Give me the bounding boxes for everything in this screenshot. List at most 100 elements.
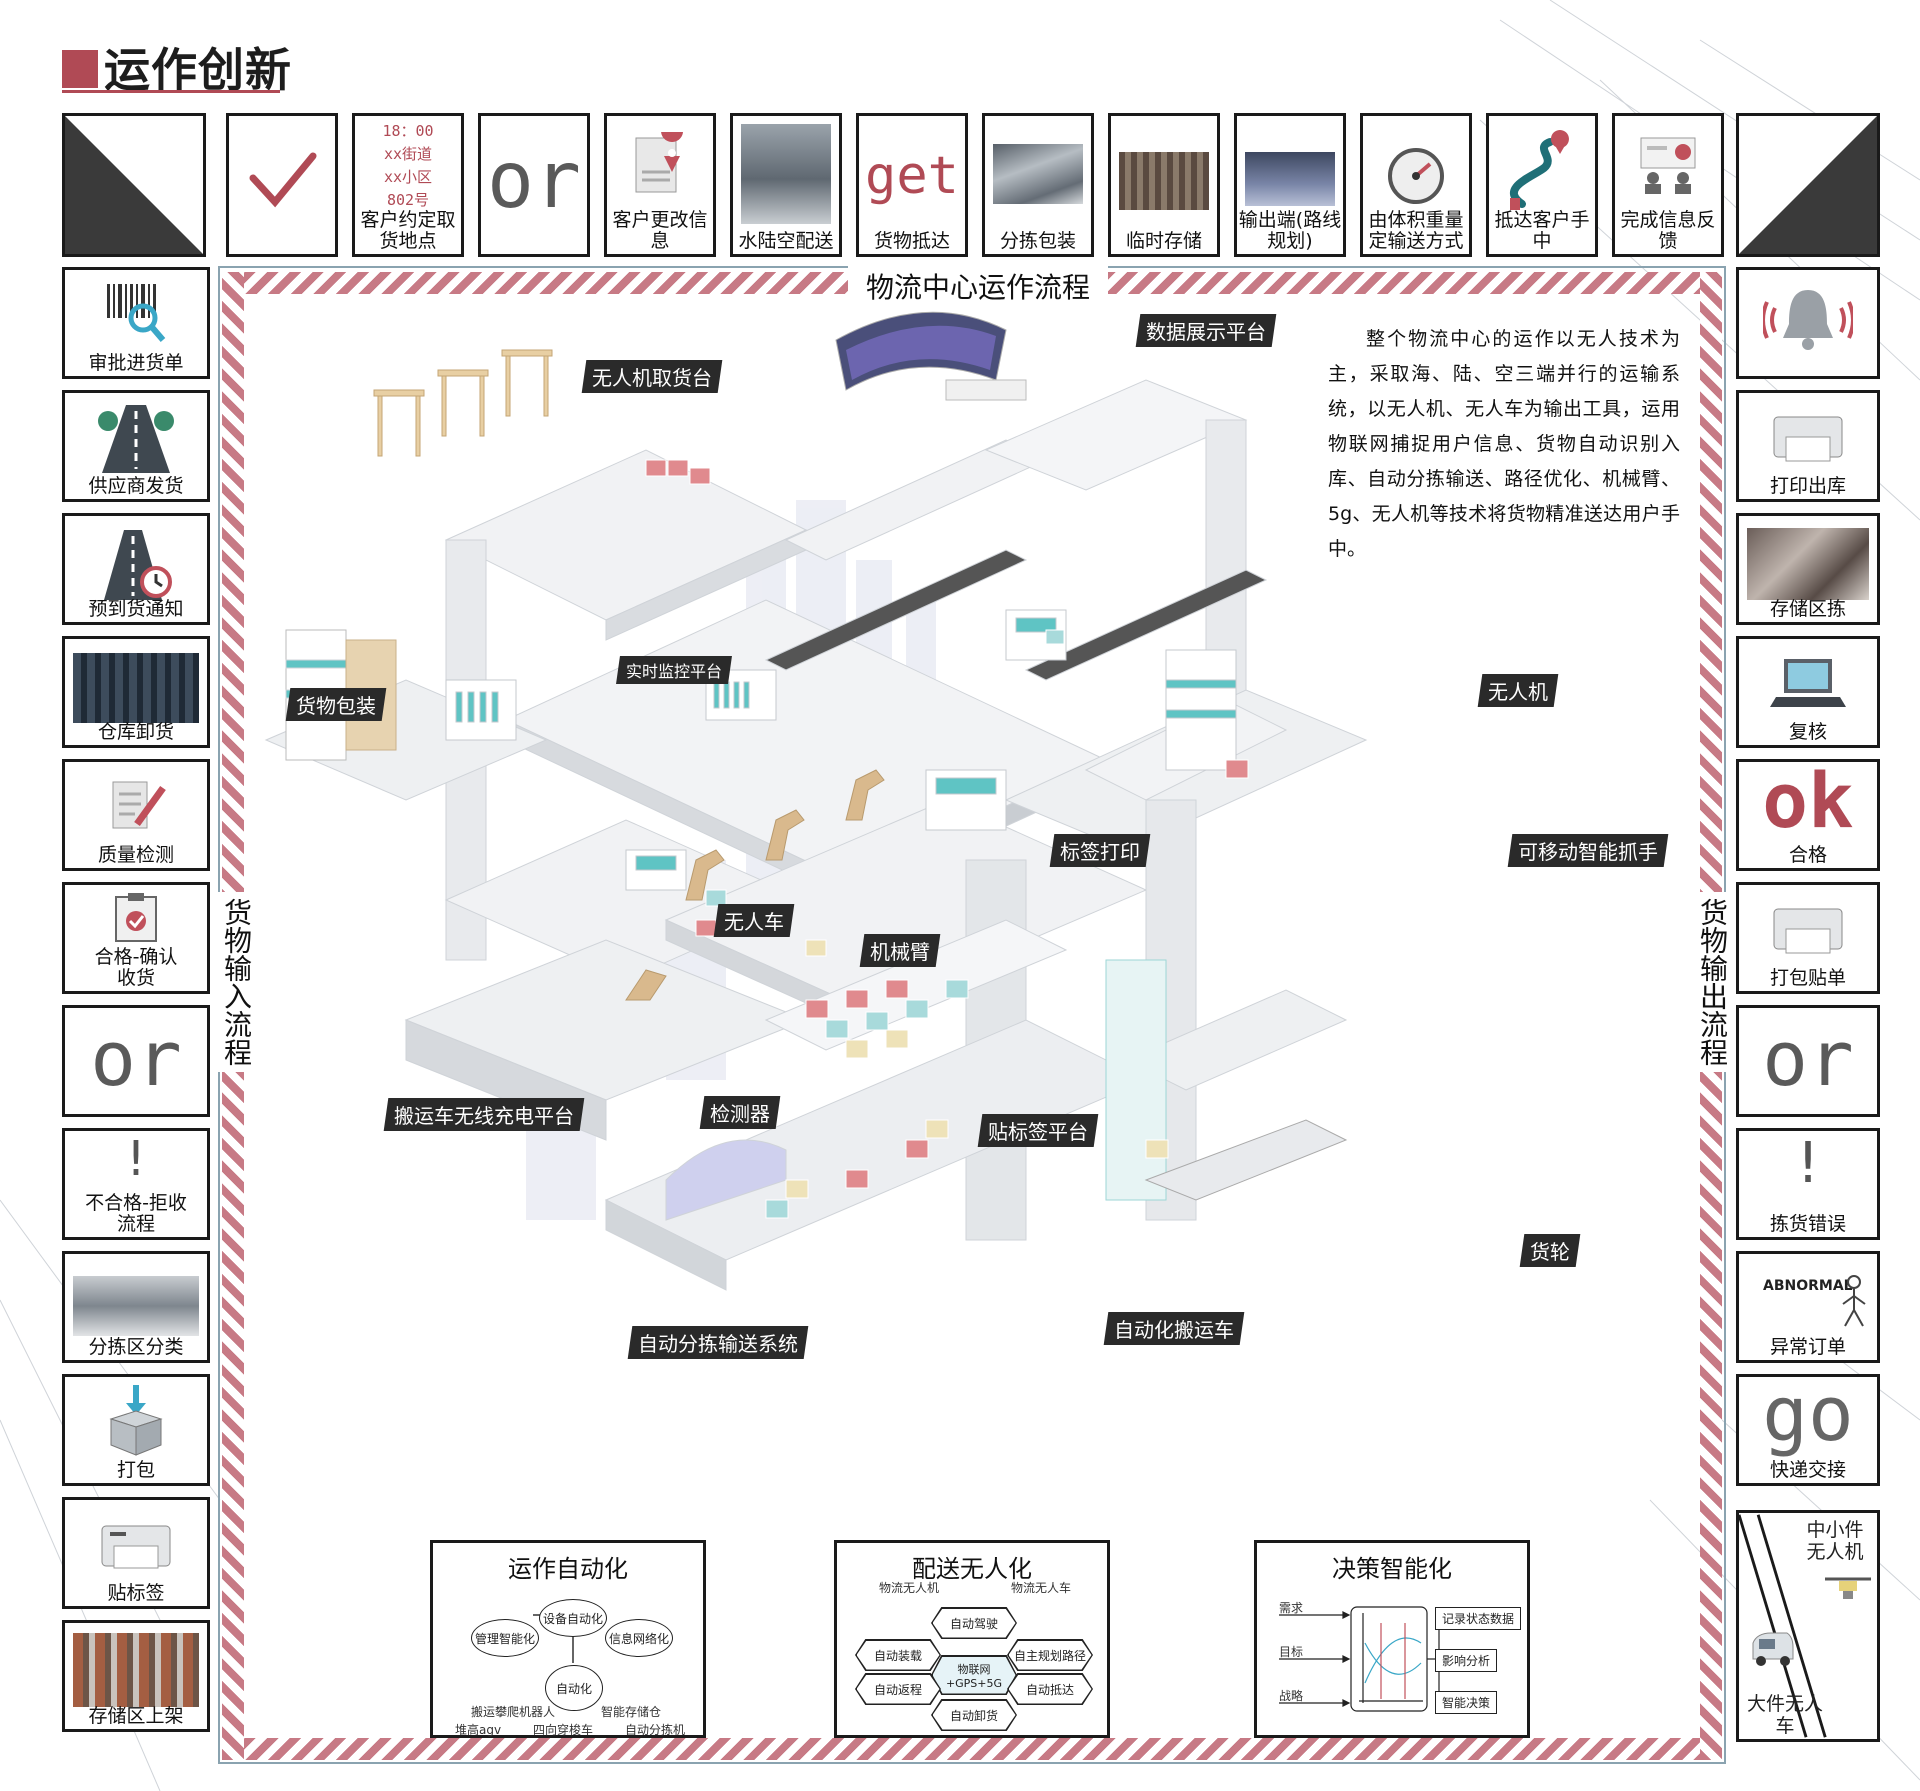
label-detector: 检测器 [699,1096,781,1129]
document-location-icon [635,132,683,193]
label-text: 贴标签平台 [988,1120,1088,1144]
unmanned-tag: 物流无人车 [1011,1581,1072,1595]
right-tile-go[interactable]: go 快递交接 [1736,1374,1880,1486]
triangle-icon [65,116,203,254]
tile-caption: 质量检测 [97,844,174,866]
decision-input: 目标 [1279,1645,1304,1659]
tile-caption: 打印出库 [1769,475,1846,497]
box-delivery-unmanned: 配送无人化 物流无人机 物流无人车 自动驾驶 自动装载 自主规划路径 物联网+G… [834,1540,1110,1738]
box-operation-automation: 运作自动化 设备自动化 管理智能化 信息网络化 自动化 搬运攀爬机器人 智能存储… [430,1540,706,1738]
right-tile-pack-label[interactable]: 打包贴单 [1736,882,1880,994]
top-tile-confirm[interactable] [226,113,338,257]
top-tile-arrived[interactable]: get 货物抵达 [856,113,968,257]
decision-input: 战略 [1279,1689,1304,1703]
unmanned-tag: 物流无人机 [879,1581,940,1595]
right-tile-pick[interactable]: 存储区拣 [1736,513,1880,625]
tile-caption: 临时存储 [1125,230,1202,252]
box-title: 配送无人化 [912,1555,1032,1583]
hex-text: 自动装载 [856,1640,940,1670]
node-management: 管理智能化 [471,1619,539,1657]
or-word: or [1762,1014,1854,1103]
left-tile-quality[interactable]: 质量检测 [62,759,210,871]
label-labeling-platform: 贴标签平台 [977,1114,1099,1147]
tile-caption: 抵达客户手中 [1494,209,1590,252]
tile-caption: 货物抵达 [873,230,950,252]
left-tile-accept[interactable]: 合格-确认收货 [62,882,210,994]
hex-text: 自主规划路径 [1008,1640,1092,1670]
left-tile-approve[interactable]: 审批进货单 [62,267,210,379]
hex-iot-center: 物联网+GPS+5G [931,1655,1017,1695]
label-text: 自动分拣输送系统 [638,1332,798,1356]
right-tile-alarm[interactable] [1736,267,1880,379]
tile-caption: 合格-确认收货 [94,946,178,989]
robot-arms [625,769,885,1001]
top-tile-temp-storage[interactable]: 临时存储 [1108,113,1220,257]
right-tile-delivery-vehicles[interactable]: 中小件无人机 大件无人车 [1736,1510,1880,1742]
right-tile-or[interactable]: or [1736,1005,1880,1117]
drone-icon [1825,1577,1871,1599]
left-tile-pre-arrival[interactable]: 预到货通知 [62,513,210,625]
left-tile-supplier[interactable]: 供应商发货 [62,390,210,502]
isometric-logistics-center [264,311,1368,1291]
label-data-display-platform: 数据展示平台 [1135,314,1277,347]
top-tile-feedback[interactable]: 完成信息反馈 [1612,113,1724,257]
left-tile-label[interactable]: 贴标签 [62,1497,210,1609]
top-tile-change-info[interactable]: 客户更改信息 [604,113,716,257]
tile-caption: 拣货错误 [1769,1213,1846,1235]
top-tile-transport[interactable]: 水陆空配送 [730,113,842,257]
left-tile-sort-zone[interactable]: 分拣区分类 [62,1251,210,1363]
tile-caption: 由体积重量定输送方式 [1368,209,1464,252]
tile-caption: 完成信息反馈 [1620,209,1716,252]
box-title: 决策智能化 [1332,1555,1452,1583]
top-tile-deliver[interactable]: 抵达客户手中 [1486,113,1598,257]
hex-auto-unload: 自动卸货 [931,1699,1017,1731]
top-tile-or[interactable]: or [478,113,590,257]
tile-caption: 复核 [1788,721,1827,743]
or-word: or [487,136,581,226]
left-tile-pack[interactable]: 打包 [62,1374,210,1486]
gauge-icon [1388,148,1444,204]
right-tile-print-out[interactable]: 打印出库 [1736,390,1880,502]
left-tile-unload[interactable]: 仓库卸货 [62,636,210,748]
left-tile-shelving[interactable]: 存储区上架 [62,1620,210,1732]
top-tile-output-route[interactable]: 输出端(路线规划) [1234,113,1346,257]
left-tile-reject[interactable]: ! 不合格-拒收流程 [62,1128,210,1240]
tile-caption: 不合格-拒收流程 [85,1192,187,1235]
left-tile-or[interactable]: or [62,1005,210,1117]
tile-caption: 存储区拣 [1769,598,1846,620]
automation-item: 四向穿梭车 [533,1723,594,1737]
node-automation: 自动化 [545,1665,603,1711]
right-tile-ok[interactable]: ok 合格 [1736,759,1880,871]
warehouse-photo [73,653,199,723]
automation-item: 堆高agv [455,1723,502,1737]
hex-text: 自动卸货 [932,1700,1016,1730]
hex-text: 自动返程 [856,1674,940,1704]
label-text: 机械臂 [870,940,930,964]
presentation-icon [1640,137,1696,194]
tile-caption: 异常订单 [1769,1336,1846,1358]
right-tile-pick-error[interactable]: ! 拣货错误 [1736,1128,1880,1240]
pick-zone-photo [1747,528,1869,600]
tile-caption: 供应商发货 [88,475,184,497]
right-tile-recheck[interactable]: 复核 [1736,636,1880,748]
display-screen [835,311,1027,401]
hex-auto-return: 自动返程 [855,1673,941,1705]
alarm-bell-icon [1763,290,1853,350]
label-text: 实时监控平台 [626,662,723,681]
label-text: 搬运车无线充电平台 [394,1104,574,1128]
road-icon [98,405,174,473]
automation-item: 自动分拣机 [625,1723,686,1737]
top-tile-transport-mode[interactable]: 由体积重量定输送方式 [1360,113,1472,257]
top-tile-pickup[interactable]: 18：00 xx街道 xx小区 802号 客户约定取货地点 [352,113,464,257]
tile-caption: 仓库卸货 [97,721,174,743]
tile-caption: 预到货通知 [88,598,184,620]
page-title: 运作创新 [104,43,292,97]
top-tile-sort-pack[interactable]: 分拣包装 [982,113,1094,257]
label-text: 自动化搬运车 [1114,1318,1234,1342]
edit-document-icon [112,781,166,829]
sorting-photo [993,144,1083,204]
right-tile-abnormal[interactable]: ABNORMAL 异常订单 [1736,1251,1880,1363]
hex-text: 自动抵达 [1008,1674,1092,1704]
label-auto-carrier: 自动化搬运车 [1103,1312,1245,1345]
frame-title: 物流中心运作流程 [848,266,1108,306]
